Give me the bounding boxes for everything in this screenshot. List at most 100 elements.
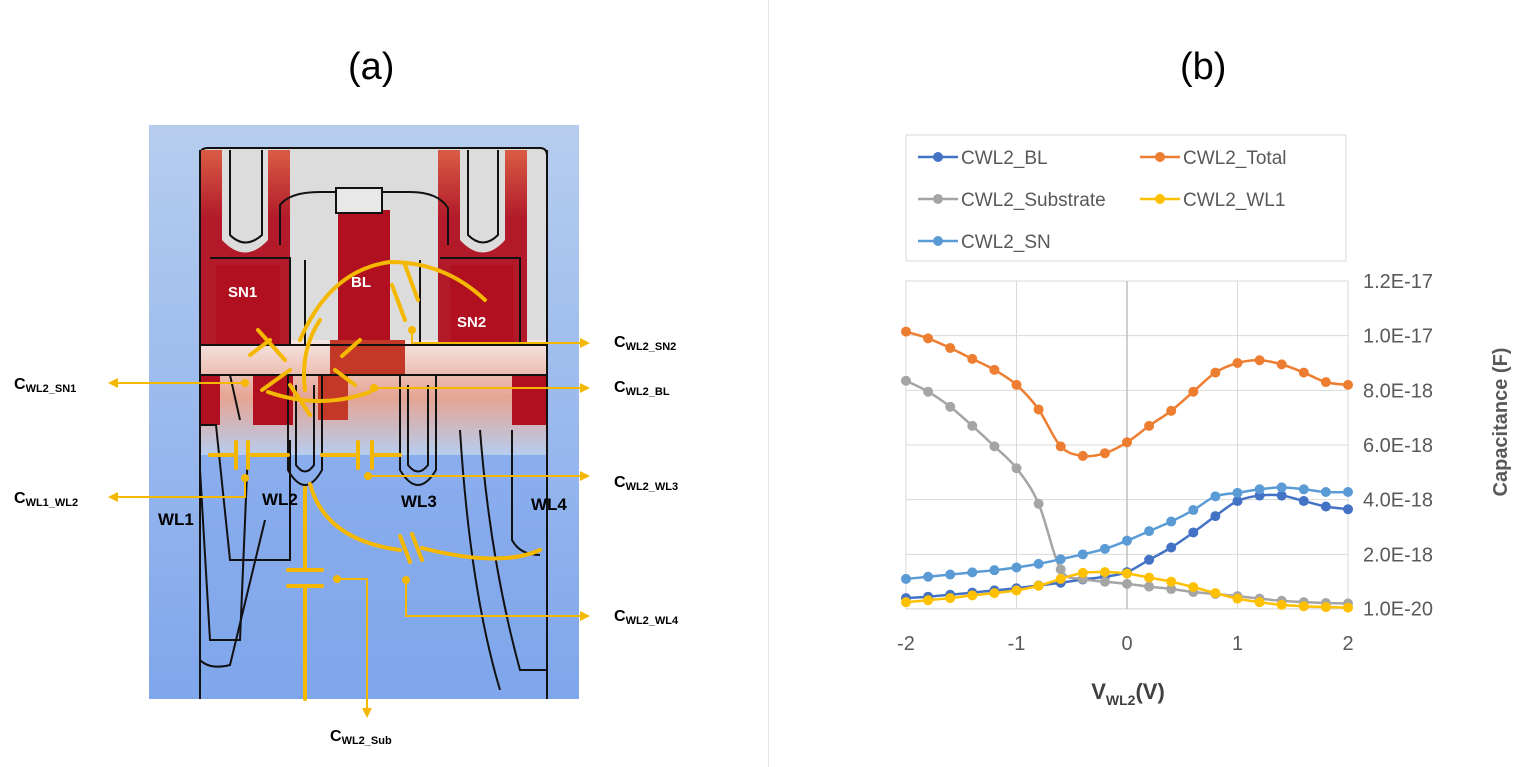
data-point xyxy=(1055,554,1066,565)
cap-label-wl2-bl: CWL2_BL xyxy=(614,379,670,398)
x-tick-label: -1 xyxy=(1008,633,1026,655)
data-point xyxy=(1099,567,1110,578)
data-point xyxy=(1276,359,1287,370)
legend-marker xyxy=(933,236,943,246)
data-point xyxy=(967,567,978,578)
legend-entry: CWL2_Substrate xyxy=(961,190,1106,211)
data-point xyxy=(1011,585,1022,596)
data-point xyxy=(1011,379,1022,390)
data-point xyxy=(1033,498,1044,509)
data-point xyxy=(1232,358,1243,368)
data-point xyxy=(967,590,978,601)
data-point xyxy=(989,565,1000,576)
data-point xyxy=(923,595,934,606)
data-point xyxy=(1166,584,1177,595)
data-point xyxy=(1144,420,1155,431)
data-point xyxy=(1254,484,1265,495)
data-point xyxy=(1210,491,1221,502)
data-point xyxy=(1077,567,1088,578)
legend-entry: CWL2_WL1 xyxy=(1183,190,1285,211)
data-point xyxy=(1343,602,1353,613)
y-tick-label: 1.0E-20 xyxy=(1363,599,1433,621)
legend-marker xyxy=(933,194,943,204)
wordline-label-wl3: WL3 xyxy=(401,492,437,511)
data-point xyxy=(1210,588,1221,599)
data-point xyxy=(1343,379,1353,390)
y-tick-label: 6.0E-18 xyxy=(1363,435,1433,457)
panel-divider xyxy=(768,0,769,767)
data-point xyxy=(1254,355,1265,366)
data-point xyxy=(901,326,911,337)
data-point xyxy=(1276,482,1287,493)
data-point xyxy=(1011,463,1022,474)
data-point xyxy=(989,441,1000,452)
data-point xyxy=(1276,599,1287,610)
data-point xyxy=(1122,578,1132,589)
data-point xyxy=(901,573,911,584)
cap-label-wl2-wl3: CWL2_WL3 xyxy=(614,474,679,493)
data-point xyxy=(1077,549,1088,560)
y-tick-label: 8.0E-18 xyxy=(1363,380,1433,402)
data-point xyxy=(1298,367,1309,378)
panel-label-b: (b) xyxy=(1180,46,1227,88)
data-point xyxy=(1210,367,1221,378)
data-point xyxy=(989,588,1000,599)
data-point xyxy=(1232,496,1243,507)
data-point xyxy=(1166,542,1177,553)
data-point xyxy=(1188,505,1199,516)
data-point xyxy=(1320,487,1331,498)
data-point xyxy=(1055,573,1066,584)
y-tick-label: 1.2E-17 xyxy=(1363,271,1433,293)
data-point xyxy=(1144,526,1155,537)
cap-label-wl2-wl4: CWL2_WL4 xyxy=(614,608,679,627)
node-label-sn2: SN2 xyxy=(457,314,487,331)
data-point xyxy=(1343,504,1353,515)
data-point xyxy=(1298,601,1309,612)
data-point xyxy=(1276,490,1287,501)
data-point xyxy=(945,342,956,353)
data-point xyxy=(1188,527,1199,538)
data-point xyxy=(967,420,978,431)
data-point xyxy=(989,364,1000,375)
data-point xyxy=(1232,593,1243,604)
node-label-bl: BL xyxy=(351,274,371,291)
x-tick-label: 1 xyxy=(1232,633,1243,655)
data-point xyxy=(923,386,934,397)
device-cross-section xyxy=(108,125,590,718)
data-point xyxy=(1077,450,1088,461)
y-tick-label: 1.0E-17 xyxy=(1363,326,1433,348)
data-point xyxy=(945,593,956,604)
data-point xyxy=(901,597,911,608)
cap-label-wl1-wl2: CWL1_WL2 xyxy=(14,490,79,509)
data-point xyxy=(1033,558,1044,569)
data-point xyxy=(1343,487,1353,498)
data-point xyxy=(1099,448,1110,459)
panel-label-a: (a) xyxy=(348,46,395,88)
y-tick-label: 4.0E-18 xyxy=(1363,490,1433,512)
data-point xyxy=(1298,484,1309,495)
legend-entry: CWL2_Total xyxy=(1183,148,1287,169)
cap-label-wl2-sub: CWL2_Sub xyxy=(330,728,392,747)
data-point xyxy=(1033,580,1044,591)
wordline-label-wl2: WL2 xyxy=(262,490,298,509)
y-tick-label: 2.0E-18 xyxy=(1363,544,1433,566)
x-tick-label: 2 xyxy=(1342,633,1353,655)
data-point xyxy=(901,375,911,386)
data-point xyxy=(945,569,956,580)
legend-marker xyxy=(1155,194,1165,204)
chart-series-layer xyxy=(901,326,1353,613)
legend-entry: CWL2_SN xyxy=(961,232,1051,253)
chart-gridlines xyxy=(905,280,1349,610)
legend-marker xyxy=(933,152,943,162)
data-point xyxy=(1011,562,1022,573)
x-tick-label: 0 xyxy=(1121,633,1132,655)
legend-marker xyxy=(1155,152,1165,162)
data-point xyxy=(1210,511,1221,522)
y-axis-label: Capacitance (F) xyxy=(1490,348,1512,497)
data-point xyxy=(1122,535,1132,546)
data-point xyxy=(1166,576,1177,587)
data-point xyxy=(967,353,978,364)
data-point xyxy=(1144,554,1155,565)
wordline-label-wl1: WL1 xyxy=(158,510,194,529)
